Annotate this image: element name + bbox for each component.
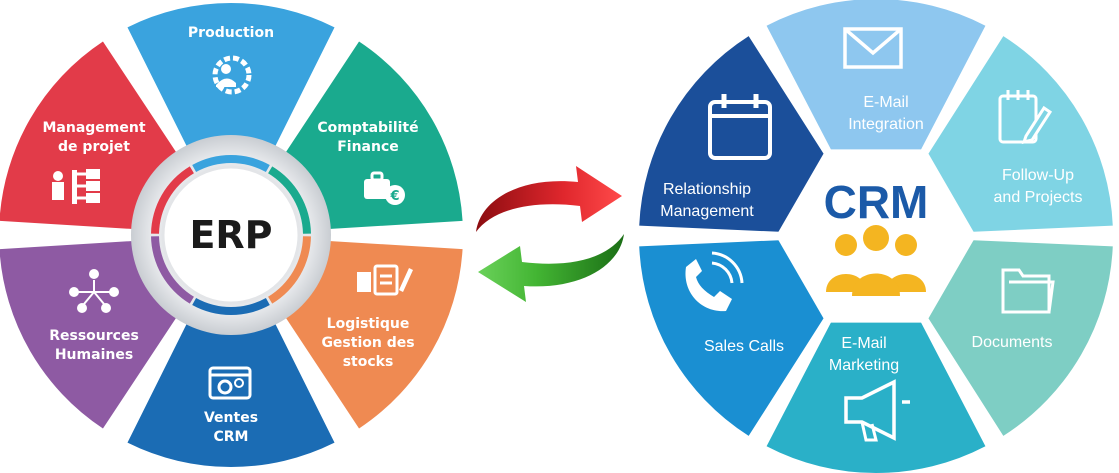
erp-segment-1: [283, 41, 463, 230]
erp-segment-label: stocks: [343, 354, 394, 370]
crm-segment-label: Relationship: [663, 181, 751, 198]
erp-segment-label: Finance: [337, 139, 399, 155]
people-network-icon: [69, 269, 119, 313]
erp-segment-2: [283, 240, 463, 429]
erp-wheel: ERP ProductionComptabilitéFinanceLogisti…: [0, 3, 463, 467]
exchange-arrows: [476, 166, 624, 302]
erp-segment-5: [0, 41, 179, 230]
erp-segment-label: de projet: [58, 139, 130, 155]
erp-segment-label: CRM: [214, 429, 249, 445]
erp-inner-ring-2: [268, 236, 311, 304]
crm-segment-label: and Projects: [994, 189, 1083, 206]
crm-segment-label: Sales Calls: [704, 338, 784, 355]
people-group-icon: [826, 225, 926, 296]
erp-center-circle: [161, 165, 301, 305]
crm-segment-label: Marketing: [829, 357, 899, 374]
crm-center-label: CRM: [824, 176, 929, 228]
crm-segment-0: [766, 0, 986, 236]
erp-segment-4: [0, 240, 179, 429]
clipboard-boxes-icon: [357, 264, 413, 296]
crm-segment-label: E-Mail: [841, 335, 886, 352]
phone-ringing-icon: [685, 251, 744, 312]
green-arrow-left: [478, 234, 624, 302]
calendar-icon: [708, 94, 772, 160]
erp-inner-ring-0: [192, 155, 270, 173]
crm-segment-label: Integration: [848, 116, 924, 133]
erp-segment-label: Gestion des: [321, 335, 414, 351]
erp-inner-ring-1: [268, 166, 311, 234]
erp-segment-label: Logistique: [327, 316, 410, 332]
erp-segment-3: [127, 320, 335, 467]
erp-segment-label: Management: [42, 120, 145, 136]
engineer-gear-icon: [212, 55, 252, 95]
crm-segment-3: [766, 236, 986, 473]
erp-segment-label: Humaines: [55, 347, 133, 363]
svg-text:€: €: [389, 189, 399, 204]
crm-segment-label: Documents: [972, 334, 1053, 351]
erp-segment-label: Ventes: [204, 410, 258, 426]
folder-icon: [1001, 268, 1055, 314]
erp-segment-0: [127, 3, 335, 150]
crm-segment-label: Follow-Up: [1002, 167, 1074, 184]
envelope-icon: [843, 27, 903, 69]
erp-inner-ring-4: [151, 236, 194, 304]
megaphone-icon: [844, 379, 910, 442]
browser-gears-icon: [208, 366, 252, 400]
crm-segment-label: Management: [660, 203, 754, 220]
red-arrow-right: [476, 166, 622, 232]
crm-segment-label: E-Mail: [863, 94, 908, 111]
erp-center-label: ERP: [189, 213, 272, 257]
erp-inner-ring-5: [151, 166, 194, 234]
notepad-pen-icon: [998, 90, 1053, 145]
erp-segment-label: Production: [188, 25, 274, 41]
erp-inner-ring-3: [192, 297, 270, 316]
erp-segment-label: Ressources: [49, 328, 139, 344]
briefcase-euro-icon: €: [364, 171, 405, 205]
erp-segment-label: Comptabilité: [317, 120, 418, 136]
org-chart-icon: [52, 169, 100, 204]
